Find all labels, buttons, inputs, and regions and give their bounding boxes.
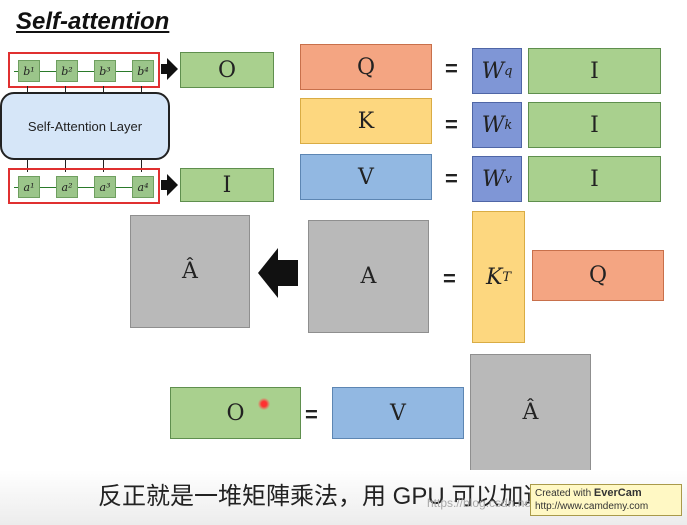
key-matrix-k: K [300,98,432,144]
attention-matrix-a: A [308,220,429,333]
input-vector-a1: a¹ [18,176,40,198]
subtitle-text: 反正就是一堆矩陣乘法，用 GPU 可以加速 [98,483,548,510]
input-vector-a2: a² [56,176,78,198]
output-vectors-row: b¹ b² b³ b⁴ [8,52,160,88]
arrow-left-icon [258,248,278,298]
self-attention-layer-label: Self-Attention Layer [27,118,143,134]
input-vector-a3: a³ [94,176,116,198]
input-matrix-i: I [528,156,661,202]
output-vector-b1: b¹ [18,60,40,82]
output-vector-b3: b³ [94,60,116,82]
input-matrix-i: I [528,102,661,148]
self-attention-layer-box: Self-Attention Layer [0,92,170,160]
arrow-left-icon-stem [278,260,298,286]
output-matrix-o: O [170,387,301,439]
pointer-dot [258,398,270,410]
arrow-right-icon [161,180,167,190]
equals-sign: = [305,402,318,427]
equals-sign: = [445,112,458,137]
evercam-badge: Created with EverCam http://www.camdemy.… [530,484,682,516]
input-matrix-i: I [528,48,661,94]
query-matrix-q: Q [300,44,432,90]
equals-sign: = [445,56,458,81]
equals-sign: = [443,266,456,291]
slide-title: Self-attention [16,8,170,35]
arrow-right-icon [167,58,178,80]
arrow-right-icon [167,174,178,196]
output-vector-b2: b² [56,60,78,82]
input-vector-a4: a⁴ [132,176,154,198]
input-vectors-row: a¹ a² a³ a⁴ [8,168,160,204]
normalized-attention-matrix-a-hat: Â [470,354,591,471]
output-vector-b4: b⁴ [132,60,154,82]
equals-sign: = [445,166,458,191]
value-matrix-v: V [332,387,464,439]
arrow-right-icon [161,64,167,74]
value-matrix-v: V [300,154,432,200]
output-matrix-o: O [180,52,274,88]
query-matrix-q: Q [532,250,664,301]
normalized-attention-matrix-a-hat: Â [130,215,250,328]
input-matrix-i: I [180,168,274,202]
